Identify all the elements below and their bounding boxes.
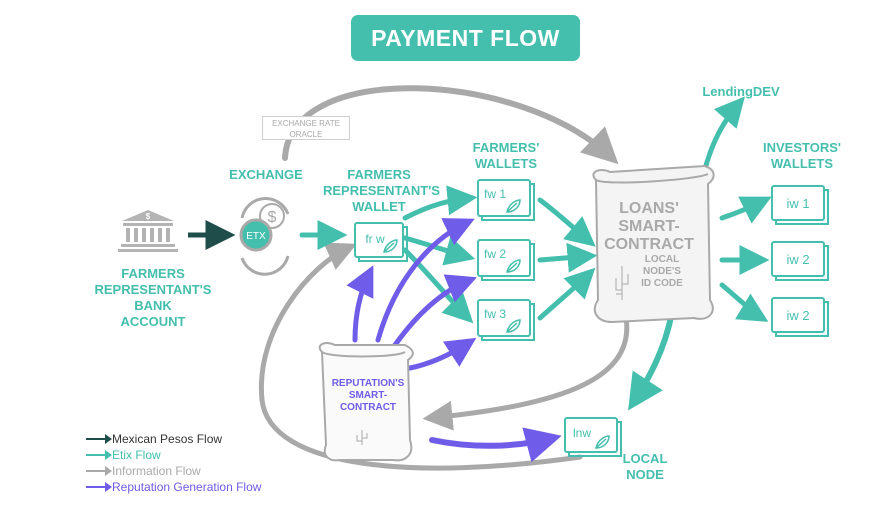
etix-flows — [299, 96, 772, 411]
legend: Mexican Pesos Flow Etix Flow Information… — [86, 431, 261, 495]
reputation-flows — [346, 218, 562, 463]
legend-swatch — [86, 482, 112, 492]
wallet-code-frw: fr w — [365, 232, 385, 246]
loans-contract-scroll — [592, 164, 715, 324]
circuit-icon — [356, 430, 368, 445]
leaf-icon — [506, 259, 521, 273]
investors-wallets-label: INVESTORS' WALLETS — [763, 140, 841, 171]
farmers-wallets-label: FARMERS' WALLETS — [472, 140, 540, 171]
arrow-fw3-to-loans — [537, 267, 596, 321]
representant-wallet-label: FARMERS REPRESENTANT'S WALLET — [323, 167, 440, 214]
exchange-label: EXCHANGE — [229, 167, 303, 182]
exchange-rate-oracle-label: EXCHANGE RATE ORACLE — [272, 119, 340, 139]
arrow-reputation-to-wallet — [346, 265, 374, 343]
local-node-label: LOCAL NODE — [622, 451, 668, 482]
exchange-rate-oracle-box: EXCHANGE RATE ORACLE — [262, 116, 350, 140]
wallet-code-fw1: fw 1 — [484, 187, 506, 201]
wallet-code-iw2a: iw 2 — [786, 252, 809, 267]
legend-label: Information Flow — [112, 464, 201, 478]
arrow-wallet-to-fw1 — [402, 185, 478, 221]
leaf-icon — [506, 199, 521, 213]
svg-text:$: $ — [146, 212, 151, 221]
leaf-icon — [383, 239, 398, 253]
arrow-loans-to-iw2b — [719, 282, 769, 322]
legend-item-mexican-pesos: Mexican Pesos Flow — [86, 431, 261, 447]
arrow-wallet-to-fw2 — [402, 235, 476, 266]
leaf-icon — [506, 319, 521, 333]
svg-text:$: $ — [268, 209, 277, 226]
reputation-contract-label: REPUTATION'S SMART- CONTRACT — [331, 378, 405, 413]
bank-icon: $ — [118, 210, 178, 252]
leaf-icons — [383, 199, 610, 449]
wallet-code-lnw: lnw — [573, 426, 591, 440]
arrow-fw2-to-loans — [537, 242, 598, 273]
loans-contract-label: LOANS' SMART- CONTRACT — [604, 200, 694, 253]
leaf-icon — [595, 435, 610, 449]
legend-swatch — [86, 450, 112, 460]
wallet-card-frw — [354, 222, 404, 258]
arrow-reputation-to-fw3 — [407, 337, 477, 371]
arrow-localnode-to-wallet — [258, 242, 583, 471]
arrow-reputation-to-fw2 — [392, 274, 477, 348]
arrow-reputation-to-localnode — [429, 427, 562, 463]
bank-account-label: FARMERS REPRESENTANT'S BANK ACCOUNT — [94, 266, 212, 329]
exchange-coin-label: ETX — [246, 231, 266, 242]
legend-swatch — [86, 466, 112, 476]
legend-item-information: Information Flow — [86, 463, 261, 479]
information-flows — [258, 85, 630, 471]
local-node-id-label: LOCAL NODE'S ID CODE — [641, 254, 683, 289]
legend-label: Reputation Generation Flow — [112, 480, 262, 494]
arrow-wallet-to-fw3 — [402, 247, 474, 324]
wallet-code-iw2b: iw 2 — [786, 308, 809, 323]
legend-item-reputation: Reputation Generation Flow — [86, 479, 261, 495]
arrow-loans-to-iw1 — [719, 196, 772, 224]
wallet-card-iw2a — [771, 241, 825, 277]
legend-label: Etix Flow — [112, 448, 161, 462]
wallet-card-lnw — [564, 417, 618, 453]
arrow-loans-to-reputation — [422, 309, 630, 431]
legend-swatch — [86, 434, 112, 444]
wallet-card-iw2b — [771, 297, 825, 333]
arrow-loans-to-localnode — [628, 309, 675, 411]
legend-label: Mexican Pesos Flow — [112, 432, 223, 446]
legend-item-etix: Etix Flow — [86, 447, 261, 463]
wallet-card-iw1 — [771, 185, 825, 221]
page-title: PAYMENT FLOW — [371, 24, 560, 51]
wallet-code-fw3: fw 3 — [484, 307, 506, 321]
wallet-code-fw2: fw 2 — [484, 247, 506, 261]
reputation-contract-scroll — [318, 342, 414, 462]
arrow-reputation-to-fw1 — [375, 218, 475, 343]
loans-circuit-icon — [615, 266, 629, 300]
title-banner: PAYMENT FLOW — [351, 15, 580, 61]
lending-dev-label: LendingDEV — [702, 84, 780, 99]
arrow-fw1-to-loans — [537, 197, 596, 247]
exchange-icon: $ — [239, 197, 290, 276]
wallet-code-iw1: iw 1 — [786, 196, 809, 211]
